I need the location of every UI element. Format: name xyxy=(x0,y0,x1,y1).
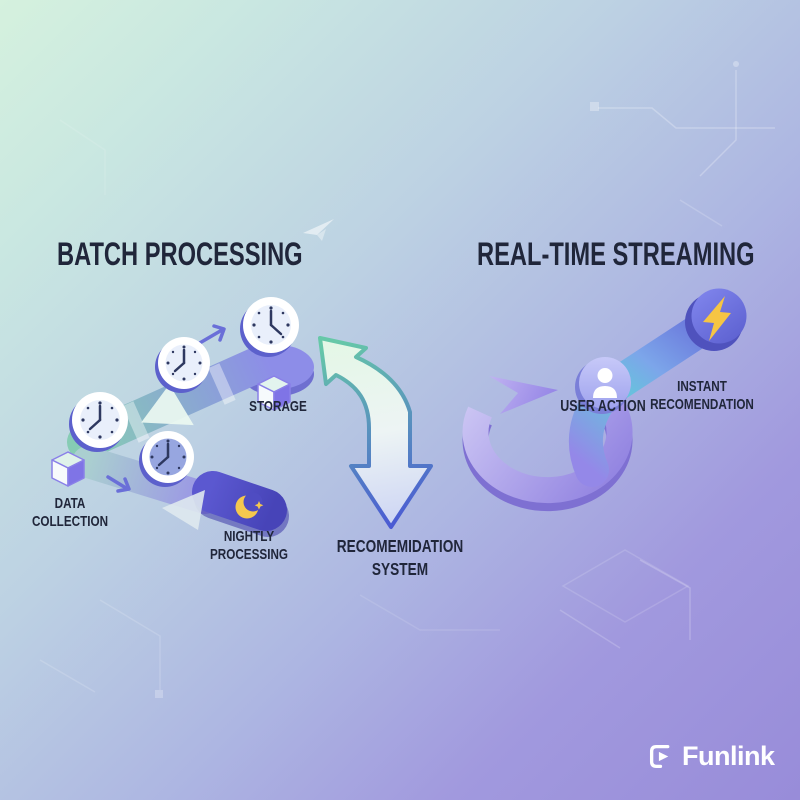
real-time-streaming-illustration xyxy=(462,288,747,512)
user-action-text: USER ACTION xyxy=(560,398,646,415)
small-arrow-icon xyxy=(106,475,131,493)
flow-arrow-icon xyxy=(141,384,194,426)
double-curved-arrow-icon xyxy=(318,336,433,529)
paper-plane-icon xyxy=(303,219,334,241)
nightly-line2: PROCESSING xyxy=(209,546,289,563)
storage-label: STORAGE xyxy=(239,398,317,416)
play-logo-icon xyxy=(649,744,670,769)
instant-line2: RECOMENDATION xyxy=(650,396,754,413)
clock-icon xyxy=(139,431,194,487)
real-time-streaming-title: REAL-TIME STREAMING xyxy=(477,236,755,272)
data-cube-icon xyxy=(51,451,85,487)
data-collection-label: DATA COLLECTION xyxy=(19,495,120,531)
batch-processing-illustration xyxy=(51,297,314,537)
logo-text: Funlink xyxy=(682,741,775,771)
recommendation-system-label: RECOMEMIDATION SYSTEM xyxy=(322,535,478,581)
system-line2: SYSTEM xyxy=(371,558,429,579)
flow-arrow-icon xyxy=(162,490,205,530)
storage-label-text: STORAGE xyxy=(249,398,307,415)
storage-cube-icon xyxy=(257,375,291,411)
nightly-processing-pill xyxy=(192,471,289,537)
user-icon xyxy=(575,357,631,414)
instant-line1: INSTANT xyxy=(677,378,727,395)
data-collection-line2: COLLECTION xyxy=(31,513,109,530)
data-collection-line1: DATA xyxy=(54,495,86,512)
clock-icon xyxy=(155,337,210,393)
batch-processing-title: BATCH PROCESSING xyxy=(57,236,303,272)
nightly-processing-label: NIGHTLY PROCESSING xyxy=(194,528,303,564)
small-arrow-icon xyxy=(196,324,226,346)
clock-icon xyxy=(69,392,128,452)
nightly-line1: NIGHTLY xyxy=(223,528,275,545)
lightning-icon xyxy=(685,288,747,351)
moon-icon xyxy=(235,492,264,519)
instant-recommendation-label: INSTANT RECOMENDATION xyxy=(640,378,765,414)
funlink-logo: Funlink xyxy=(648,741,775,772)
loop-arrow-icon xyxy=(462,376,633,512)
system-line1: RECOMEMIDATION xyxy=(336,536,464,556)
clock-icon xyxy=(240,297,299,357)
user-action-label: USER ACTION xyxy=(548,397,657,416)
